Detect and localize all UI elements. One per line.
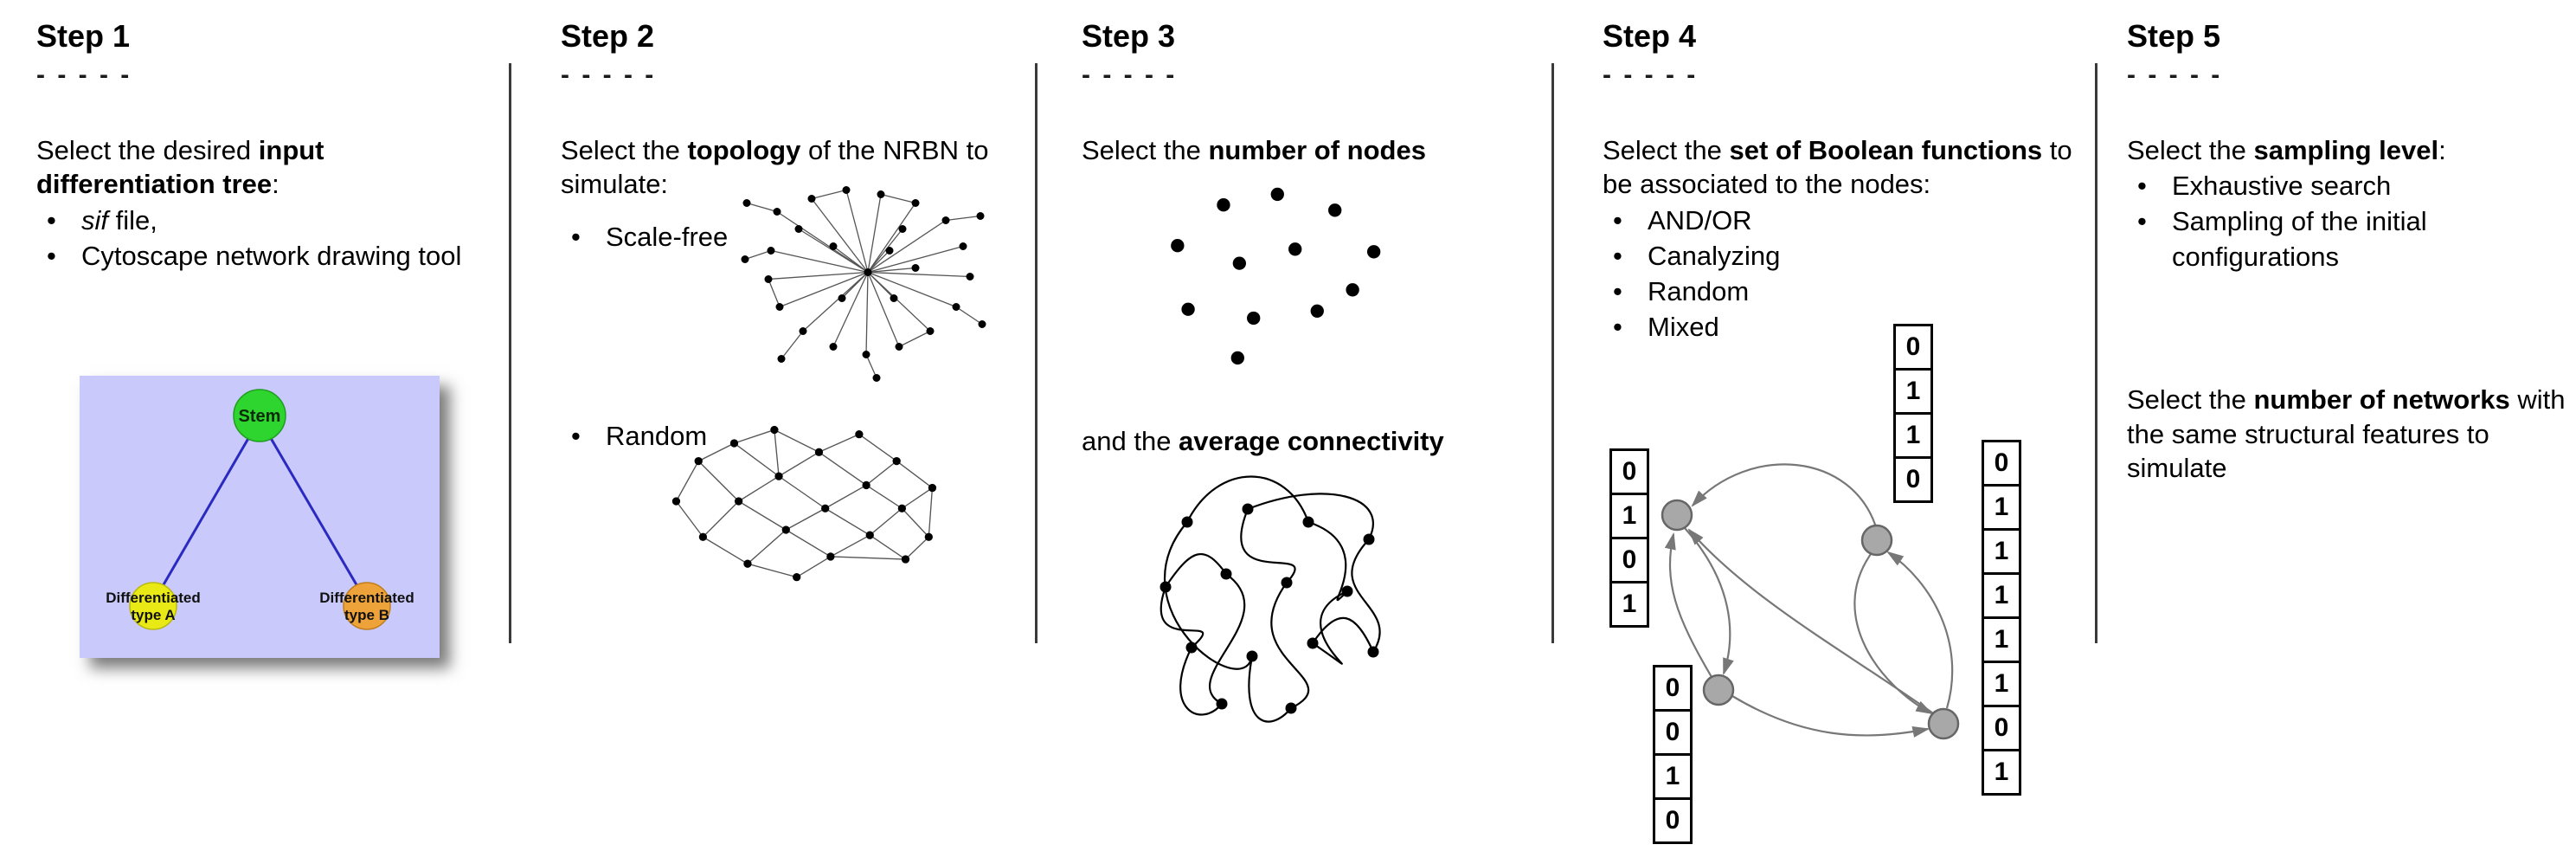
column-divider (2095, 63, 2097, 643)
option-mixed: Mixed (1603, 310, 2077, 345)
network-arrows (1664, 463, 1954, 738)
bold-text: input differentiation tree (36, 134, 324, 200)
truth-table-right: 0 1 1 1 1 1 0 1 (1982, 440, 2021, 796)
step-1-options: sif file, Cytoscape network drawing tool (36, 203, 495, 274)
option-sampling-initial-configurations: Sampling of the initial configurations (2127, 204, 2566, 275)
truth-table-cell: 1 (1893, 368, 1933, 415)
option-exhaustive-search: Exhaustive search (2127, 169, 2566, 204)
step-3-instruction: Select the number of nodes (1082, 134, 1426, 165)
bold-text: average connectivity (1179, 426, 1444, 456)
step-4-options: AND/OR Canalyzing Random Mixed (1603, 203, 2077, 345)
step-5-dashes: - - - - - (2127, 60, 2223, 89)
truth-table-cell: 1 (1609, 581, 1649, 628)
step-4-panel: Step 4 - - - - - Select the set of Boole… (1603, 19, 2077, 851)
option-random: Random (561, 419, 707, 455)
step-4-title: Step 4 (1603, 18, 1697, 54)
arrow-n4-n2 (1886, 551, 1954, 709)
stem-node (233, 389, 286, 442)
option-cytoscape: Cytoscape network drawing tool (36, 239, 495, 274)
truth-table-left: 0 1 0 1 (1609, 448, 1649, 628)
step-3-connectivity-text: and the average connectivity (1082, 426, 1444, 456)
bold-text: sampling level (2253, 134, 2439, 165)
random-network-illustration (671, 425, 937, 582)
option-scale-free: Scale-free (561, 220, 728, 255)
step-4-instruction: Select the set of Boolean functions to b… (1603, 134, 2072, 200)
step-3-title: Step 3 (1082, 18, 1176, 54)
type-a-node (129, 582, 177, 630)
truth-table-cell: 0 (1982, 440, 2021, 487)
connectivity-network-illustration (1160, 475, 1381, 723)
truth-table-cell: 1 (1653, 753, 1693, 800)
arrow-n2-n1 (1691, 463, 1879, 531)
option-and-or: AND/OR (1603, 203, 2077, 239)
step-5-instruction: Select the sampling level: (2127, 134, 2446, 165)
step-1-instruction: Select the desired input differentiation… (36, 134, 324, 200)
truth-table-cell: 0 (1982, 705, 2021, 751)
truth-table-cell: 1 (1609, 493, 1649, 539)
boolean-network-illustration: 0 1 0 1 0 1 1 0 0 0 1 0 0 1 1 1 (1603, 322, 2077, 851)
option-canalyzing: Canalyzing (1603, 239, 2077, 274)
nodes-scatter-illustration (1171, 187, 1381, 365)
scale-free-network-illustration (741, 186, 986, 382)
truth-table-cell: 0 (1893, 324, 1933, 371)
network-node (1860, 524, 1893, 557)
truth-table-cell: 1 (1982, 616, 2021, 663)
truth-table-cell: 0 (1653, 665, 1693, 712)
step-4-dashes: - - - - - (1603, 60, 1699, 89)
option-random-functions: Random (1603, 274, 2077, 310)
type-b-node (343, 582, 391, 630)
network-node (1661, 499, 1693, 532)
option-sif-file: sif file, (36, 203, 495, 239)
edge-stem-type-a (151, 418, 261, 603)
column-divider (509, 63, 511, 643)
step-5-panel: Step 5 - - - - - Select the sampling lev… (2127, 19, 2566, 851)
boolean-network-svg (1661, 463, 1960, 740)
step-2-dashes: - - - - - (561, 60, 657, 89)
step-1-panel: Step 1 - - - - - Select the desired inpu… (36, 19, 495, 851)
network-node (1927, 707, 1960, 740)
arrow-n3-n4 (1731, 695, 1930, 738)
truth-table-cell: 1 (1982, 528, 2021, 575)
truth-table-cell: 0 (1653, 709, 1693, 756)
arrow-n2-n4 (1853, 553, 1933, 715)
network-node (1702, 674, 1735, 706)
step-1-title: Step 1 (36, 18, 131, 54)
truth-table-cell: 1 (1982, 661, 2021, 707)
step-1-dashes: - - - - - (36, 60, 132, 89)
truth-table-cell: 0 (1653, 797, 1693, 844)
arrow-n1-n3 (1684, 527, 1734, 676)
step-5-title: Step 5 (2127, 18, 2221, 54)
step-5-number-of-networks-text: Select the number of networks with the s… (2127, 384, 2566, 484)
truth-table-cell: 1 (1893, 412, 1933, 459)
truth-table-cell: 1 (1982, 572, 2021, 619)
stem-node-label: Stem (239, 407, 281, 426)
bold-text: number of networks (2253, 384, 2510, 415)
step-2-instruction: Select the topology of the NRBN to simul… (561, 134, 989, 200)
truth-table-cell: 0 (1893, 456, 1933, 503)
bold-text: set of Boolean functions (1729, 134, 2043, 165)
bold-text: topology (687, 134, 801, 165)
column-divider (1551, 63, 1554, 643)
truth-table-cell: 0 (1609, 537, 1649, 583)
step-3-dashes: - - - - - (1082, 60, 1178, 89)
truth-table-bottom: 0 0 1 0 (1653, 665, 1693, 844)
bold-text: number of nodes (1208, 134, 1426, 165)
edge-stem-type-b (258, 418, 369, 603)
step-2-panel: Step 2 - - - - - Select the topology of … (561, 19, 1019, 851)
step-3-panel: Step 3 - - - - - Select the number of no… (1082, 19, 1566, 851)
truth-table-cell: 0 (1609, 448, 1649, 495)
column-divider (1035, 63, 1037, 643)
step-5-options: Exhaustive search Sampling of the initia… (2127, 169, 2566, 275)
step-2-title: Step 2 (561, 18, 655, 54)
arrow-n3-n1 (1664, 532, 1712, 678)
network-nodes (1661, 499, 1960, 740)
truth-table-cell: 1 (1982, 749, 2021, 796)
truth-table-top: 0 1 1 0 (1893, 324, 1933, 503)
truth-table-cell: 1 (1982, 484, 2021, 531)
